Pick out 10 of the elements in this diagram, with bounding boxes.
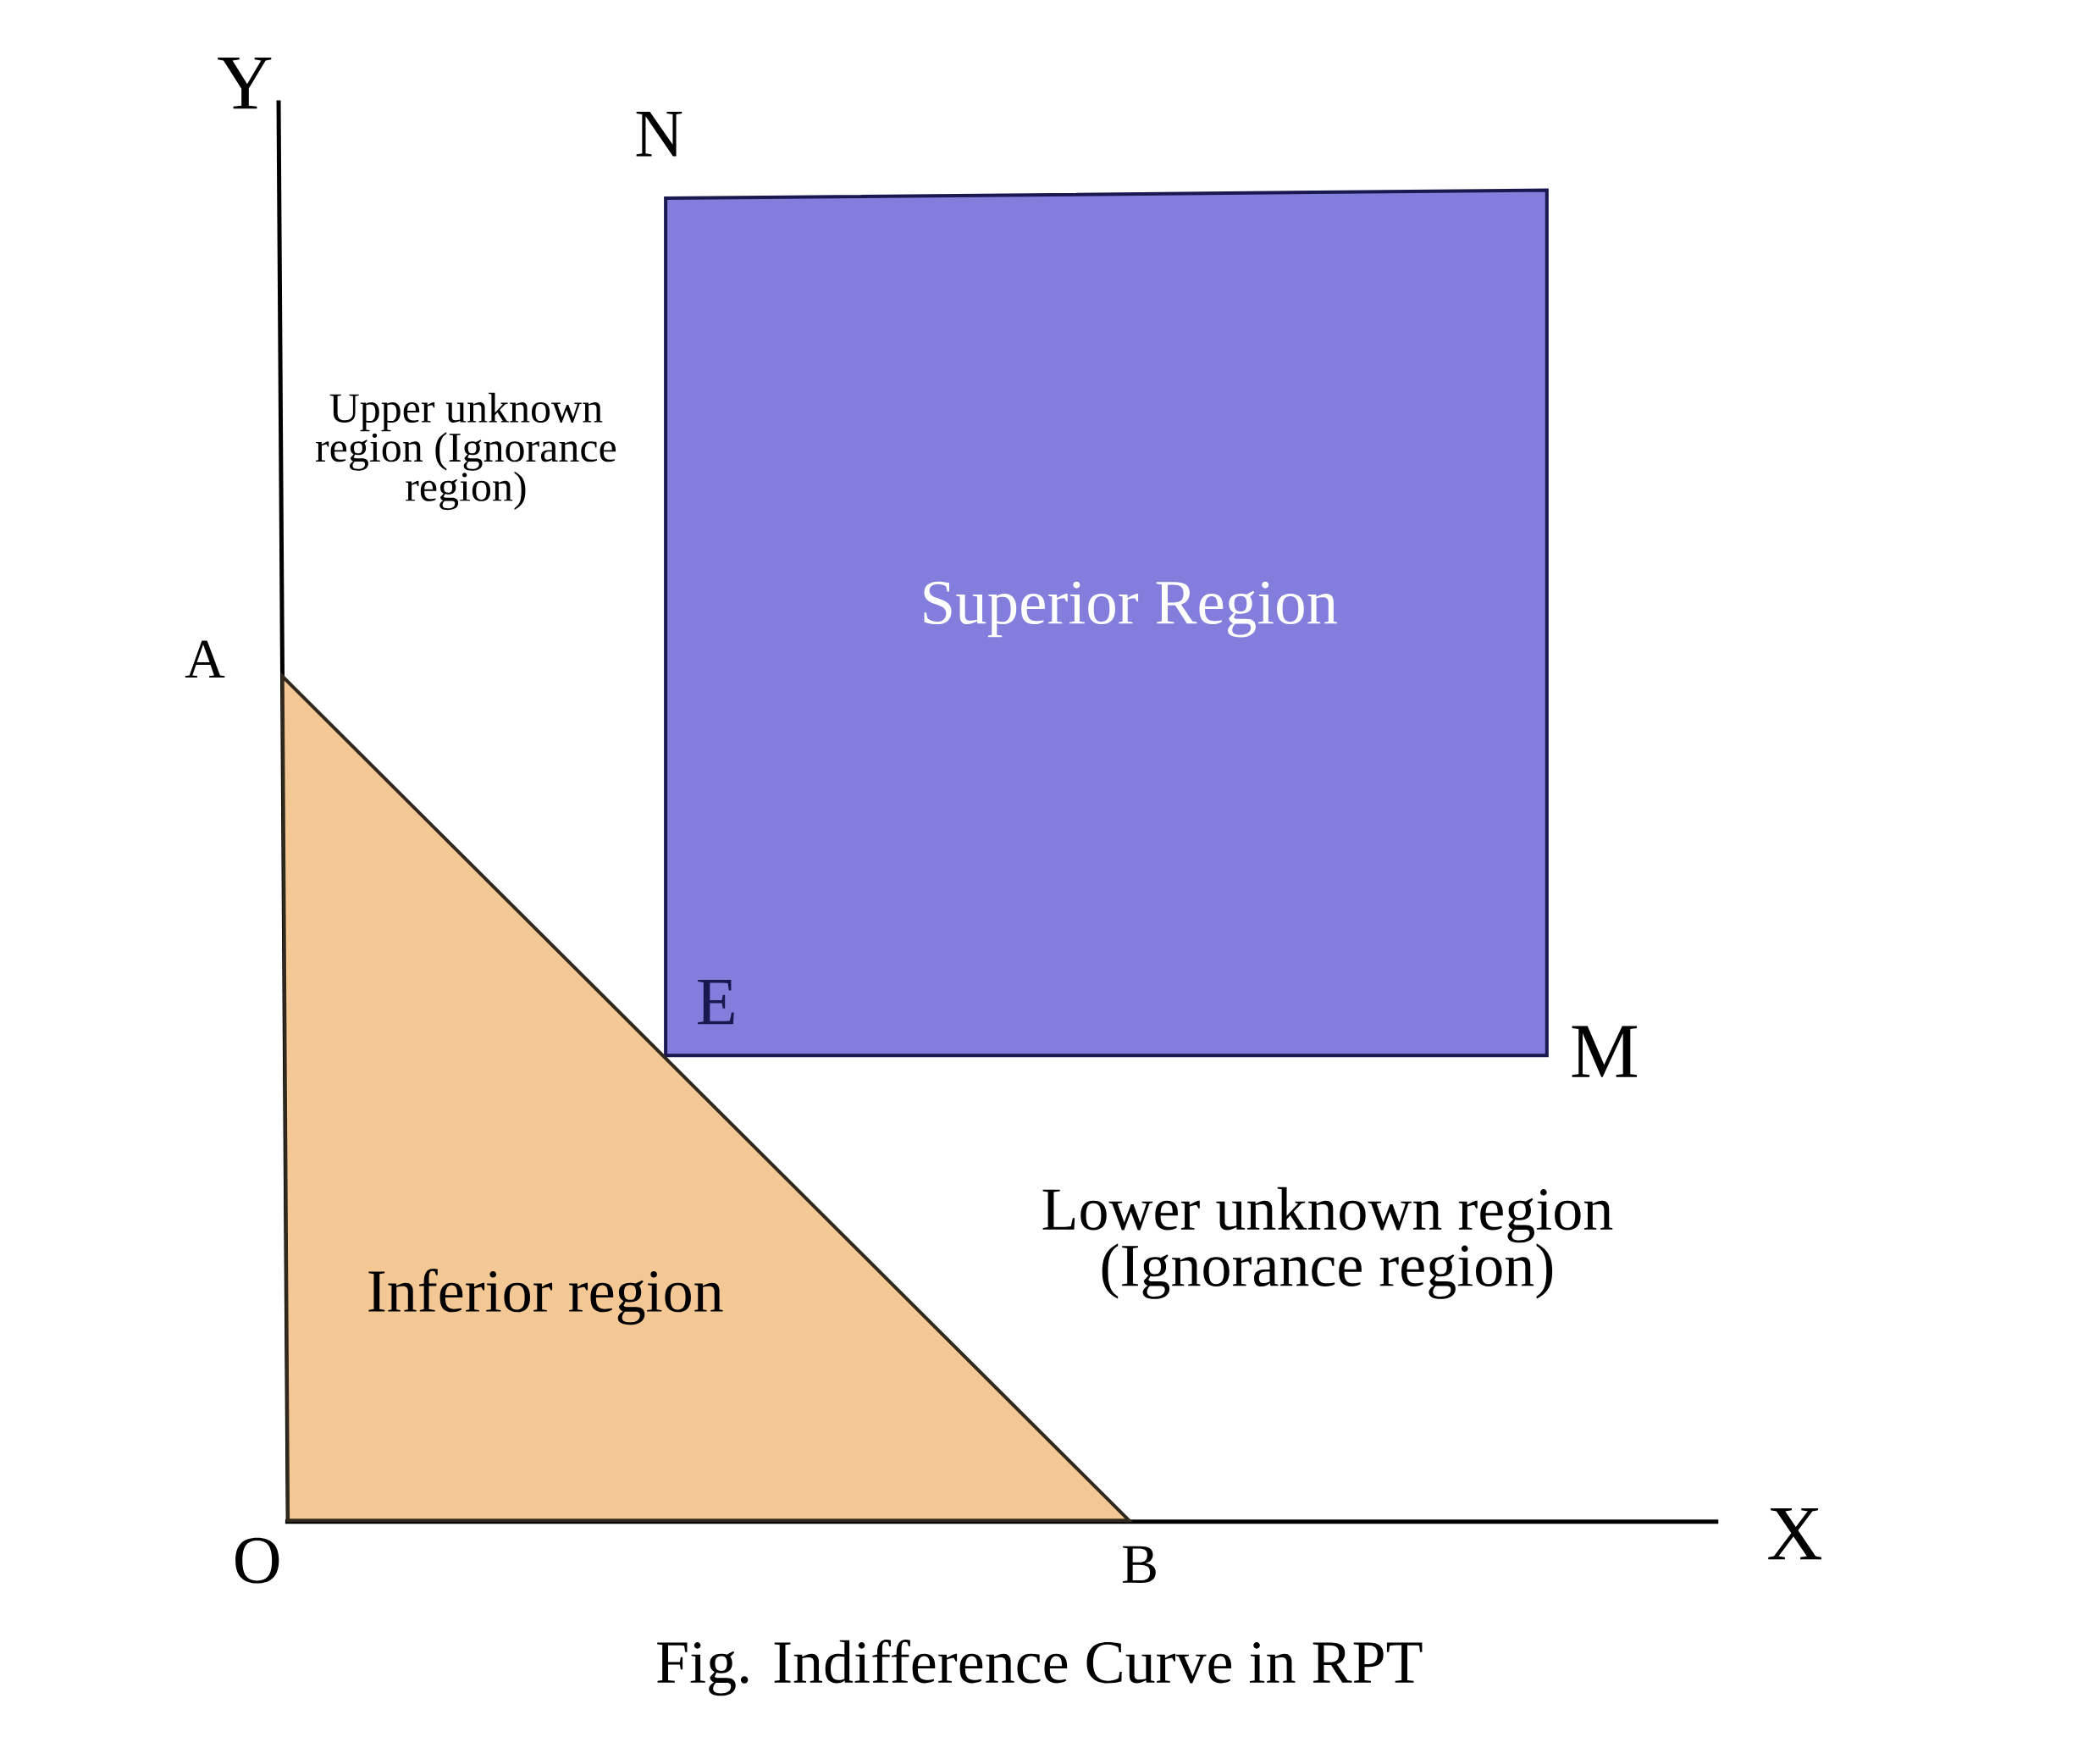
- axis-label: X: [1768, 1507, 1821, 1560]
- point-label: M: [1572, 1026, 1638, 1077]
- axis-label: Y: [218, 58, 272, 109]
- point-label: E: [698, 979, 734, 1025]
- caption: Fig. Indifference Curve in RPT: [657, 1640, 1423, 1696]
- point-label: B: [1122, 1546, 1156, 1583]
- region-label: Upper unknown region (Ignorance region): [316, 392, 616, 511]
- point-label: O: [235, 1537, 279, 1584]
- point-label: A: [185, 640, 225, 678]
- point-label: N: [636, 112, 682, 157]
